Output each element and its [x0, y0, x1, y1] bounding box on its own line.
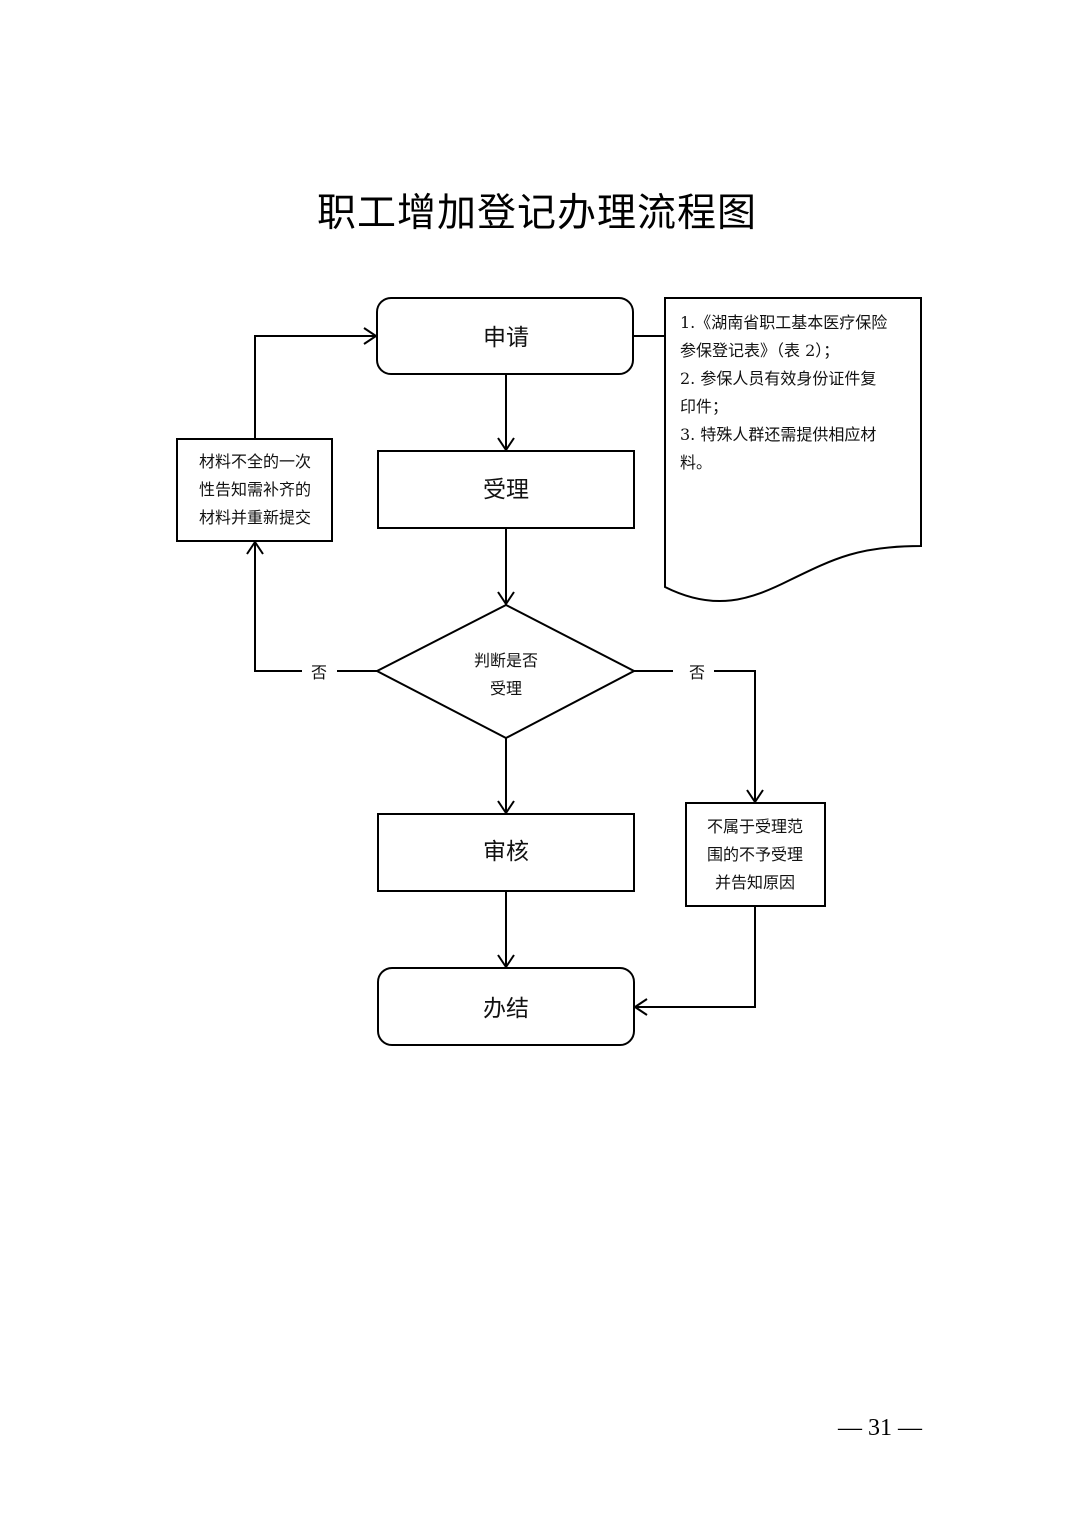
document-note-line1: 1.《湖南省职工基本医疗保险	[680, 313, 887, 332]
document-note-line5: 3. 特殊人群还需提供相应材	[680, 425, 876, 444]
node-reject: 不属于受理范 围的不予受理 并告知原因	[685, 802, 826, 907]
node-decision-label-line1: 判断是否	[474, 651, 538, 670]
node-resubmit: 材料不全的一次 性告知需补齐的 材料并重新提交	[176, 438, 333, 542]
node-review: 审核	[377, 813, 635, 892]
node-decision: 判断是否 受理	[374, 603, 637, 740]
edge-label-left-no: 否	[311, 663, 327, 682]
node-resubmit-line3: 材料并重新提交	[199, 508, 311, 527]
node-reject-line3: 并告知原因	[715, 873, 795, 892]
edge-label-right-no: 否	[689, 663, 705, 682]
node-complete: 办结	[377, 967, 635, 1046]
connector-right-to-reject	[714, 670, 756, 802]
node-resubmit-line1: 材料不全的一次	[199, 452, 311, 471]
node-accept: 受理	[377, 450, 635, 529]
page-number: — 31 —	[838, 1415, 922, 1441]
connector-resubmit-to-apply	[254, 335, 376, 438]
node-resubmit-line2: 性告知需补齐的	[199, 480, 311, 499]
document-note: 1.《湖南省职工基本医疗保险 参保登记表》（表 2）； 2. 参保人员有效身份证…	[664, 297, 922, 603]
node-accept-label: 受理	[483, 477, 529, 503]
connector-reject-to-complete	[635, 906, 756, 1008]
node-reject-line1: 不属于受理范	[707, 817, 803, 836]
page-title: 职工增加登记办理流程图	[316, 191, 757, 236]
node-decision-label-line2: 受理	[490, 679, 522, 698]
document-note-line2: 参保登记表》（表 2）；	[680, 341, 839, 360]
connector-left-to-resubmit	[254, 542, 302, 672]
node-review-label: 审核	[483, 839, 529, 865]
connectors	[246, 327, 764, 1016]
document-note-line3: 2. 参保人员有效身份证件复	[680, 369, 876, 388]
document-note-line4: 印件；	[680, 397, 728, 416]
node-reject-line2: 围的不予受理	[707, 845, 803, 864]
node-apply-label: 申请	[483, 325, 529, 351]
document-note-line6: 料。	[680, 453, 712, 472]
node-apply: 申请	[376, 297, 634, 375]
node-complete-label: 办结	[483, 996, 529, 1022]
